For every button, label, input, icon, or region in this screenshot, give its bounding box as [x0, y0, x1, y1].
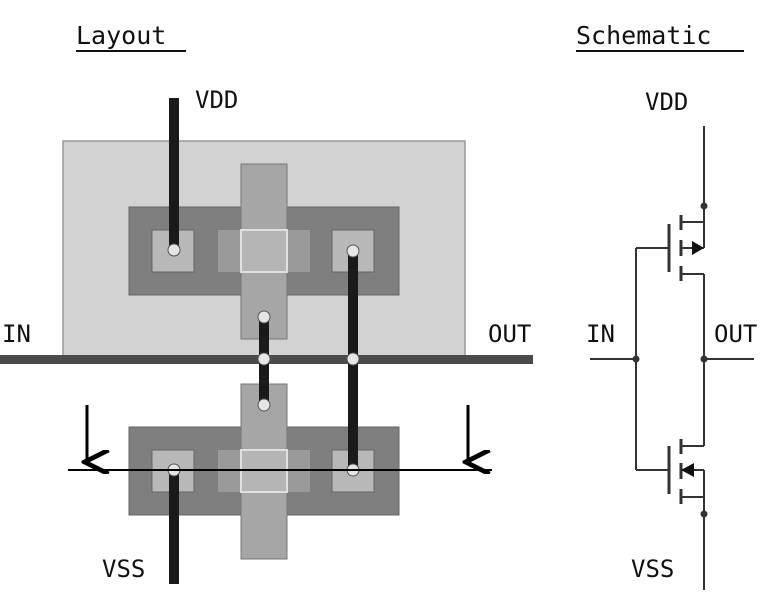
via-vdd — [167, 243, 181, 257]
via-pmos-drain — [346, 244, 360, 258]
via-out — [346, 352, 360, 366]
schematic-view: Schematic — [576, 21, 757, 590]
layout-title: Layout — [76, 21, 166, 50]
schematic-title: Schematic — [576, 21, 711, 50]
via-nmos-gate — [257, 398, 271, 412]
pmos-channel — [240, 229, 288, 273]
vss-metal — [169, 470, 179, 584]
nmos-arrow — [681, 463, 694, 477]
via-pmos-gate — [257, 310, 271, 324]
schematic-vss-label: VSS — [631, 555, 674, 583]
layout-view: Layout — [0, 21, 533, 584]
via-in — [257, 352, 271, 366]
pmos-arrow — [692, 241, 704, 255]
schematic-in-label: IN — [586, 320, 615, 348]
layout-out-label: OUT — [488, 320, 531, 348]
layout-vss-label: VSS — [102, 555, 145, 583]
layout-in-label: IN — [2, 320, 31, 348]
layout-vdd-label: VDD — [195, 86, 238, 114]
schematic-out-label: OUT — [714, 320, 757, 348]
schematic-vdd-label: VDD — [645, 88, 688, 116]
vdd-metal — [169, 98, 179, 250]
